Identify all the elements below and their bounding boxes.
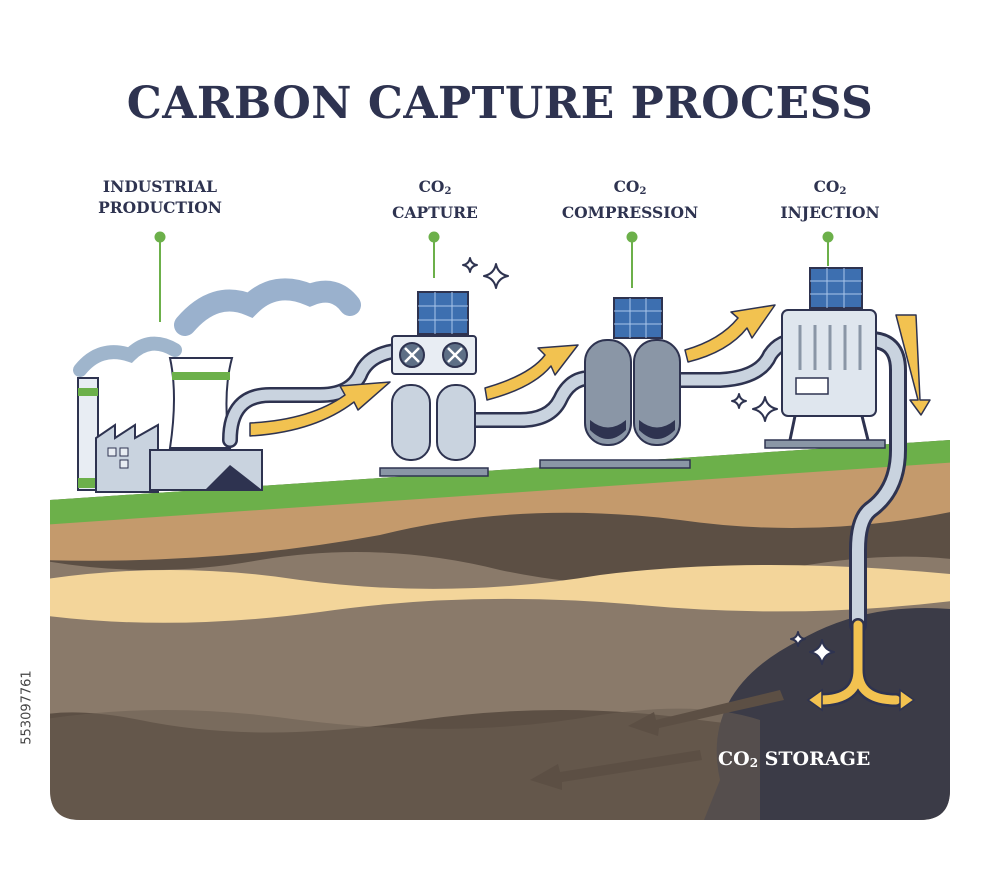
connector-industrial-dot — [154, 231, 166, 243]
label-co2-storage: CO2 STORAGE — [718, 748, 871, 770]
connector-injection-dot — [822, 231, 834, 243]
label-line1: CO2 — [613, 177, 647, 197]
label-co2-compression: CO2 COMPRESSION — [545, 176, 715, 223]
side-identifier: 553097761 — [19, 670, 35, 745]
label-co2-injection: CO2 INJECTION — [760, 176, 900, 223]
label-industrial-production: INDUSTRIAL PRODUCTION — [70, 176, 250, 218]
connector-compression-dot — [626, 231, 638, 243]
compression-tank-icon — [539, 297, 691, 469]
ground-layers — [50, 440, 950, 820]
label-line2: PRODUCTION — [98, 198, 222, 217]
factory-icon — [73, 336, 182, 493]
capture-tank-icon — [379, 291, 489, 477]
cooling-tower-icon — [149, 278, 361, 491]
label-line2: CAPTURE — [392, 203, 478, 222]
label-line1: CO2 — [813, 177, 847, 197]
flow-arrow-icon — [249, 304, 931, 790]
label-connectors — [154, 231, 834, 322]
sparkle-icon — [462, 257, 835, 665]
storage-injector — [806, 618, 916, 712]
injection-unit-icon — [764, 267, 886, 449]
label-co2-capture: CO2 CAPTURE — [370, 176, 500, 223]
label-line2: INJECTION — [780, 203, 880, 222]
label-line2: COMPRESSION — [561, 203, 699, 222]
pipe-network — [222, 331, 907, 634]
label-line1: CO2 — [418, 177, 452, 197]
diagram-title: CARBON CAPTURE PROCESS — [126, 78, 874, 129]
connector-capture-dot — [428, 231, 440, 243]
label-line1: INDUSTRIAL — [102, 177, 218, 196]
